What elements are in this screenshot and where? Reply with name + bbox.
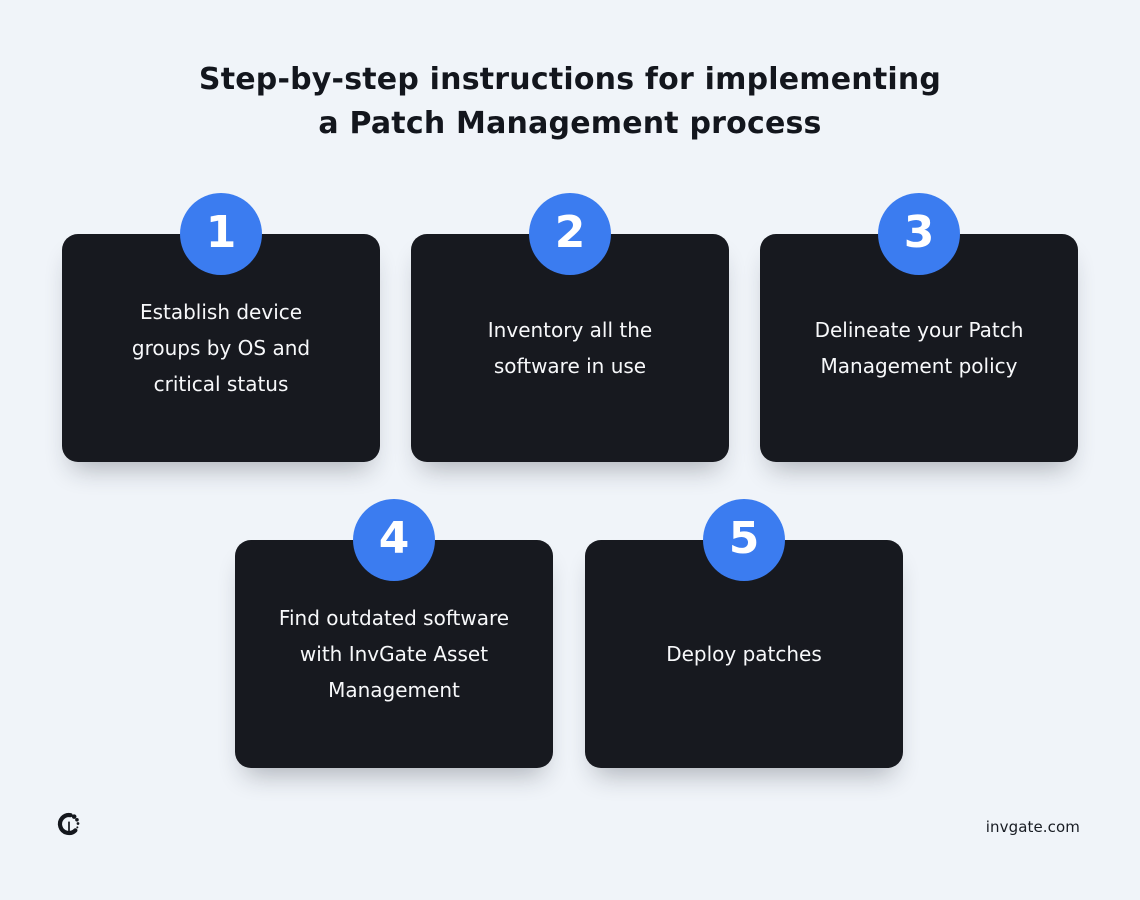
step-card-2: 2 Inventory all the software in use	[411, 193, 729, 462]
step-4-label: Find outdated software with InvGate Asse…	[278, 606, 510, 702]
step-4-number-badge: 4	[353, 499, 435, 581]
step-1-label: Establish device groups by OS and critic…	[131, 300, 311, 396]
step-5-number: 5	[728, 513, 760, 564]
step-card-1: 1 Establish device groups by OS and crit…	[62, 193, 380, 462]
step-3-label: Delineate your Patch Management policy	[814, 318, 1024, 378]
step-1-number: 1	[205, 207, 237, 258]
step-5-label: Deploy patches	[666, 642, 822, 666]
page-title: Step-by-step instructions for implementi…	[0, 58, 1140, 146]
invgate-logo-icon	[57, 812, 80, 836]
step-card-4: 4 Find outdated software with InvGate As…	[235, 499, 553, 768]
footer-site-url: invgate.com	[985, 818, 1080, 836]
step-3-number: 3	[903, 207, 935, 258]
title-line-1: Step-by-step instructions for implementi…	[198, 62, 942, 97]
step-2-label: Inventory all the software in use	[487, 318, 653, 378]
step-card-3: 3 Delineate your Patch Management policy	[760, 193, 1078, 462]
title-line-2: a Patch Management process	[318, 106, 822, 141]
step-2-number: 2	[554, 207, 586, 258]
step-5-number-badge: 5	[703, 499, 785, 581]
step-1-number-badge: 1	[180, 193, 262, 275]
step-2-number-badge: 2	[529, 193, 611, 275]
step-card-5: 5 Deploy patches	[585, 499, 903, 768]
step-4-number: 4	[378, 513, 410, 564]
step-3-number-badge: 3	[878, 193, 960, 275]
